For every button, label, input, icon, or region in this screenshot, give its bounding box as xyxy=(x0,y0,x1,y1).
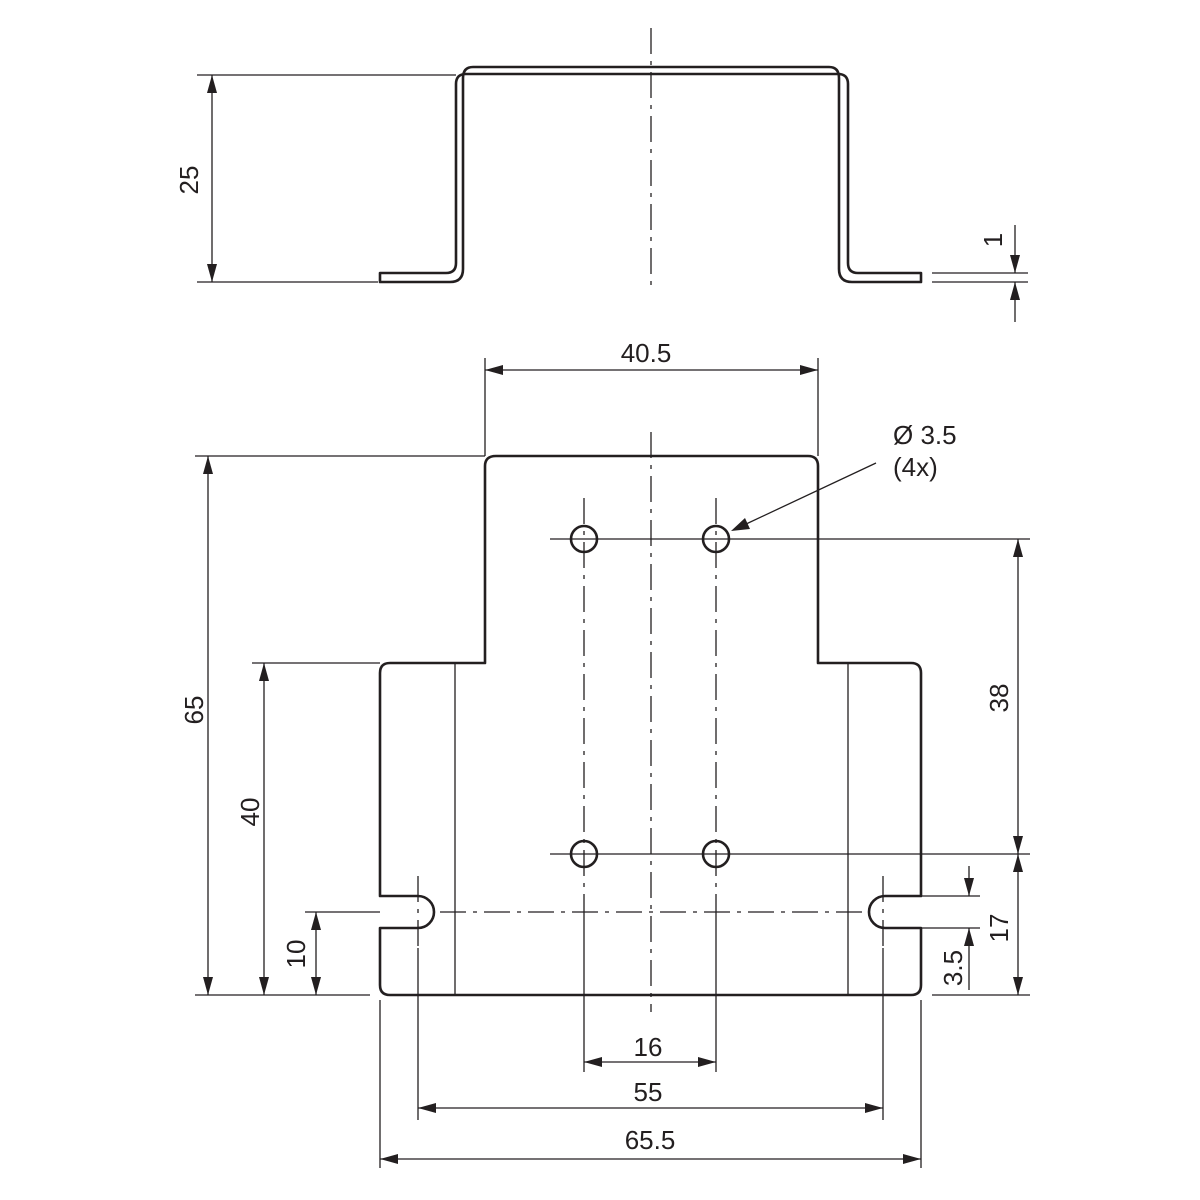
plate-outline xyxy=(378,454,923,997)
side-height-dimension: 25 xyxy=(174,74,456,283)
hole-callout: Ø 3.5 (4x) xyxy=(731,420,957,531)
top-width-label: 40.5 xyxy=(621,338,672,368)
side-height-label: 25 xyxy=(174,166,204,195)
hole-vertical-spacing-label: 38 xyxy=(984,684,1014,713)
hole-horizontal-spacing-label: 16 xyxy=(634,1032,663,1062)
hole-to-bottom-label: 17 xyxy=(984,914,1014,943)
total-height-dimension: 65 xyxy=(179,455,485,996)
side-view-profile xyxy=(378,65,923,284)
slot-spacing-dimension: 55 xyxy=(417,948,884,1120)
top-view: 40.5 Ø 3.5 (4x) 65 40 xyxy=(179,338,1030,1168)
hole-horizontal-spacing-dimension: 16 xyxy=(583,895,717,1072)
slot-height-dimension: 10 xyxy=(281,911,380,995)
side-thickness-label: 1 xyxy=(978,233,1008,247)
total-width-label: 65.5 xyxy=(625,1125,676,1155)
slot-width-label: 3.5 xyxy=(938,950,968,986)
side-thickness-dimension: 1 xyxy=(932,225,1028,322)
lower-height-label: 40 xyxy=(235,798,265,827)
total-width-dimension: 65.5 xyxy=(379,1000,922,1168)
top-width-dimension: 40.5 xyxy=(484,338,819,456)
hole-diameter-label: Ø 3.5 xyxy=(893,420,957,450)
hole-to-bottom-dimension: 17 xyxy=(932,854,1030,996)
hole-count-label: (4x) xyxy=(893,452,938,482)
slot-width-dimension: 3.5 xyxy=(885,866,980,990)
side-view: 25 1 xyxy=(174,28,1028,322)
slot-height-label: 10 xyxy=(281,940,311,969)
hole-vertical-spacing-dimension: 38 xyxy=(550,538,1030,855)
lower-height-dimension: 40 xyxy=(235,662,380,995)
total-height-label: 65 xyxy=(179,696,209,725)
slot-spacing-label: 55 xyxy=(634,1077,663,1107)
